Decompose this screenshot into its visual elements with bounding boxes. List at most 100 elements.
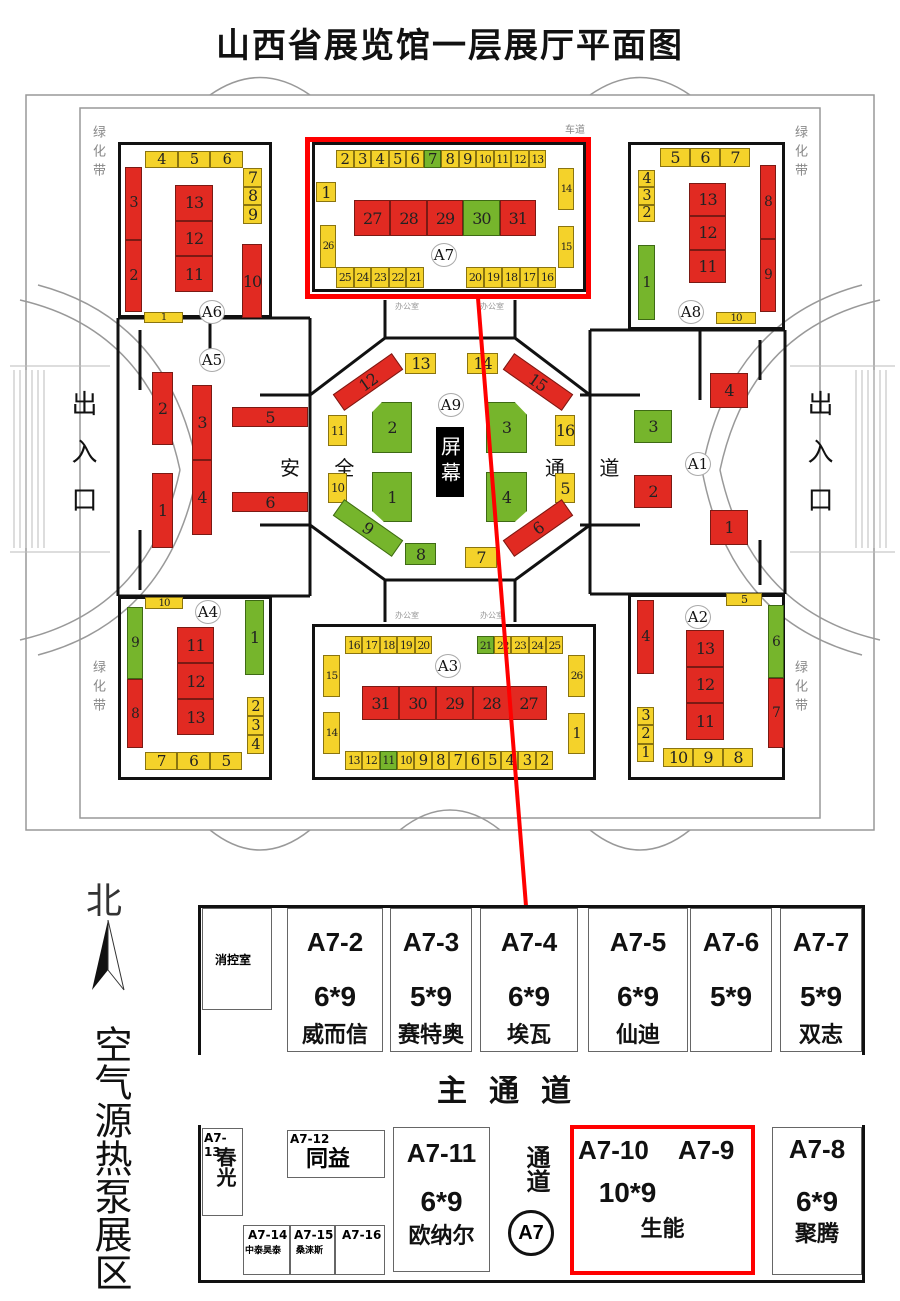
booth-a9-1[interactable]: 1 — [372, 472, 412, 522]
booth-a9-7[interactable]: 7 — [465, 547, 497, 568]
booth-a5-5[interactable]: 5 — [232, 407, 308, 427]
booth-a7-12[interactable]: 12 — [511, 150, 529, 168]
booth-a7-12[interactable]: A7-12 同益 — [287, 1130, 385, 1178]
booth-a4-1[interactable]: 1 — [245, 600, 264, 675]
booth-a8-1[interactable]: 1 — [638, 245, 655, 320]
booth-a5-6[interactable]: 6 — [232, 492, 308, 512]
booth-a6-6[interactable]: 6 — [210, 151, 243, 168]
booth-a3-19[interactable]: 19 — [397, 636, 415, 654]
booth-a7-18[interactable]: 18 — [502, 267, 520, 288]
booth-a3-27[interactable]: 27 — [510, 686, 547, 720]
booth-a7-29[interactable]: 29 — [426, 200, 464, 236]
booth-a7-10-a7-9[interactable]: A7-10 A7-9 10*9 生能 — [570, 1125, 755, 1275]
booth-a7-9[interactable]: 9 — [458, 150, 476, 168]
booth-a3-1[interactable]: 1 — [568, 713, 585, 754]
booth-a3-12[interactable]: 12 — [362, 751, 380, 770]
booth-a7-20[interactable]: 20 — [466, 267, 484, 288]
booth-a7-30[interactable]: 30 — [463, 200, 500, 236]
booth-a6-10[interactable]: 10 — [242, 244, 262, 318]
booth-a2-2[interactable]: 2 — [637, 725, 654, 744]
booth-a4-6[interactable]: 6 — [177, 752, 210, 770]
booth-a3-7[interactable]: 7 — [449, 751, 467, 770]
booth-a3-8[interactable]: 8 — [431, 751, 449, 770]
booth-a3-25[interactable]: 25 — [545, 636, 563, 654]
booth-a8-2[interactable]: 2 — [638, 204, 655, 222]
booth-a3-24[interactable]: 24 — [528, 636, 546, 654]
booth-a2-12[interactable]: 12 — [686, 666, 724, 704]
booth-a7-28[interactable]: 28 — [390, 200, 427, 236]
booth-a7-26[interactable]: 26 — [320, 225, 336, 268]
booth-a8-13[interactable]: 13 — [689, 183, 726, 217]
booth-a3-31[interactable]: 31 — [362, 686, 399, 720]
booth-a8-8[interactable]: 8 — [760, 165, 776, 239]
booth-a3-18[interactable]: 18 — [379, 636, 398, 654]
booth-a1-2[interactable]: 2 — [634, 475, 672, 508]
booth-a6-8[interactable]: 8 — [243, 186, 262, 206]
booth-a8-3[interactable]: 3 — [638, 187, 655, 205]
booth-a6-9[interactable]: 9 — [243, 205, 262, 224]
booth-a6-5[interactable]: 5 — [177, 151, 211, 168]
booth-a4-9[interactable]: 9 — [127, 607, 143, 679]
booth-a7-3[interactable]: 3 — [353, 150, 371, 168]
booth-a8-11[interactable]: 11 — [689, 249, 726, 283]
booth-a3-5[interactable]: 5 — [483, 751, 501, 770]
booth-a4-7[interactable]: 7 — [145, 752, 178, 770]
booth-a5-4[interactable]: 4 — [192, 460, 212, 535]
booth-a2-1[interactable]: 1 — [637, 743, 654, 762]
booth-a2-11[interactable]: 11 — [686, 703, 724, 740]
booth-a7-11[interactable]: A7-11 6*9 欧纳尔 — [393, 1127, 490, 1272]
booth-a2-8[interactable]: 8 — [723, 748, 753, 767]
booth-a7-15[interactable]: A7-15 桑涞斯 — [290, 1225, 335, 1275]
booth-a8-5[interactable]: 5 — [660, 148, 690, 167]
booth-a7-2[interactable]: 2 — [336, 150, 354, 168]
booth-a7-6[interactable]: 6 — [406, 150, 424, 168]
booth-a4-12[interactable]: 12 — [177, 663, 214, 699]
booth-a3-23[interactable]: 23 — [511, 636, 529, 654]
booth-a7-21[interactable]: 21 — [406, 267, 424, 288]
booth-a7-31[interactable]: 31 — [499, 200, 536, 236]
booth-a7-27[interactable]: 27 — [354, 200, 391, 236]
booth-a8-4[interactable]: 4 — [638, 170, 655, 188]
booth-a4-3[interactable]: 3 — [247, 716, 264, 735]
booth-a2-10[interactable]: 10 — [663, 748, 693, 767]
booth-a1-1[interactable]: 1 — [710, 510, 748, 545]
booth-a7-4[interactable]: 4 — [371, 150, 389, 168]
booth-a7-16[interactable]: 16 — [538, 267, 556, 288]
booth-a6-1[interactable]: 1 — [144, 312, 183, 323]
booth-a7-22[interactable]: 22 — [388, 267, 407, 288]
booth-a9-3[interactable]: 3 — [486, 402, 527, 453]
booth-a2-9[interactable]: 9 — [693, 748, 723, 767]
booth-a9-16[interactable]: 16 — [555, 415, 575, 446]
booth-a4-10[interactable]: 10 — [145, 597, 183, 609]
booth-a7-8[interactable]: A7-8 6*9 聚腾 — [772, 1127, 862, 1275]
booth-a4-11[interactable]: 11 — [177, 627, 214, 663]
booth-a6-3[interactable]: 3 — [125, 167, 142, 240]
booth-a4-5[interactable]: 5 — [209, 752, 242, 770]
booth-a5-3[interactable]: 3 — [192, 385, 212, 460]
booth-a2-6[interactable]: 6 — [768, 605, 784, 678]
booth-a3-30[interactable]: 30 — [399, 686, 436, 720]
booth-a8-6[interactable]: 6 — [690, 148, 720, 167]
booth-a6-13[interactable]: 13 — [175, 185, 213, 221]
booth-a3-2[interactable]: 2 — [535, 751, 553, 770]
booth-a5-2[interactable]: 2 — [152, 372, 173, 445]
booth-a7-5[interactable]: 5 — [388, 150, 406, 168]
booth-a6-2[interactable]: 2 — [125, 239, 142, 312]
booth-a2-13[interactable]: 13 — [686, 630, 724, 667]
booth-a7-8[interactable]: 8 — [441, 150, 459, 168]
booth-a3-15[interactable]: 15 — [323, 655, 340, 697]
booth-a7-13[interactable]: 13 — [528, 150, 546, 168]
booth-a7-1[interactable]: 1 — [316, 182, 336, 202]
booth-a7-11[interactable]: 11 — [493, 150, 511, 168]
booth-a2-5[interactable]: 5 — [726, 593, 762, 606]
booth-a3-28[interactable]: 28 — [473, 686, 510, 720]
booth-a3-10[interactable]: 10 — [397, 751, 415, 770]
booth-a8-10[interactable]: 10 — [716, 312, 756, 324]
booth-a7-16[interactable]: A7-16 — [335, 1225, 385, 1275]
booth-a6-11[interactable]: 11 — [175, 256, 213, 292]
booth-a3-3[interactable]: 3 — [518, 751, 536, 770]
booth-a3-14[interactable]: 14 — [323, 712, 340, 754]
